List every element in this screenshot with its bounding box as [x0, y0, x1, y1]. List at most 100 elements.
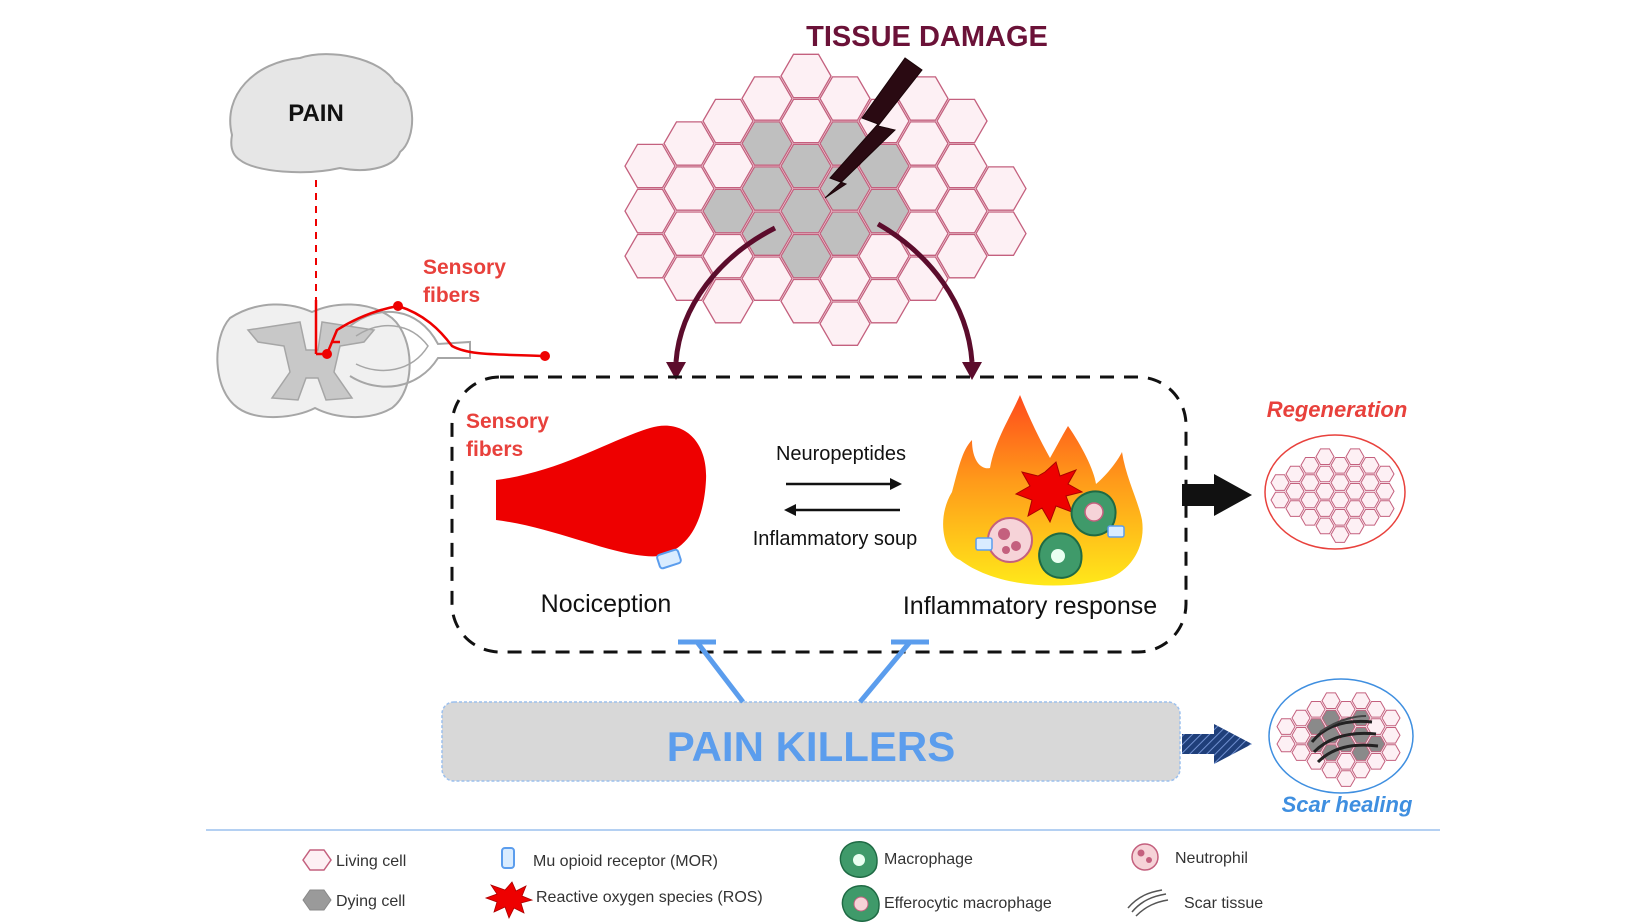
tissue-cell [780, 98, 832, 144]
tissue-cell [702, 98, 754, 144]
regen-cell [1330, 526, 1350, 543]
tissue-cell [975, 166, 1027, 211]
scar-cell [1381, 727, 1401, 744]
scar-cell [1306, 753, 1326, 770]
scar-cell [1351, 709, 1371, 727]
tissue-cell [741, 256, 793, 301]
tissue-cell [780, 53, 832, 99]
damage-arrows [666, 221, 982, 380]
tissue-cell [936, 233, 988, 279]
scar-cell [1291, 727, 1311, 744]
scar-cell [1381, 744, 1401, 761]
regen-cell [1360, 457, 1380, 474]
tissue-cell [819, 256, 871, 301]
regen-cell [1345, 500, 1365, 517]
legend-living-cell: Living cell [336, 853, 406, 870]
tissue-cell [624, 188, 676, 234]
regen-cell [1330, 509, 1350, 526]
scar-cell [1336, 770, 1356, 787]
legend-mor: Mu opioid receptor (MOR) [533, 853, 718, 870]
mor-receptor-icon [656, 548, 682, 570]
sensory-fibers-top-label-1: Sensory [423, 256, 506, 279]
regen-cell [1315, 465, 1335, 483]
regen-cell [1360, 491, 1380, 509]
pain-killers-bar [441, 701, 1181, 782]
regen-cell [1330, 491, 1350, 509]
inflammation-flame [943, 395, 1143, 586]
regen-cell [1345, 483, 1365, 500]
legend-ros: Reactive oxygen species (ROS) [536, 889, 763, 906]
legend-scar-tissue: Scar tissue [1184, 895, 1263, 912]
scar-cell [1276, 735, 1296, 753]
legend: Living cell Dying cell Mu opioid recepto… [302, 841, 1263, 922]
legend-efferocytic-macrophage-icon [841, 885, 880, 922]
sensory-fibers-box-label-2: fibers [466, 438, 523, 461]
scar-cell [1366, 701, 1386, 718]
regen-cell [1315, 517, 1335, 535]
regen-cell [1375, 483, 1395, 500]
inflammatory-response-label: Inflammatory response [903, 592, 1157, 620]
scar-strands-icon [1310, 715, 1379, 764]
scar-cell [1291, 744, 1311, 761]
tissue-cell [624, 233, 676, 279]
regen-cell [1315, 448, 1335, 465]
neuropeptides-label: Neuropeptides [776, 443, 906, 465]
sensory-fibers-top-label-2: fibers [423, 284, 480, 307]
tissue-cell [936, 98, 988, 144]
tissue-cell [702, 188, 754, 234]
regen-cell [1360, 474, 1380, 491]
tissue-cell [936, 143, 988, 189]
tissue-cell [819, 211, 871, 256]
legend-dying-cell: Dying cell [336, 893, 405, 910]
tissue-cell [741, 76, 793, 121]
process-box [450, 375, 1188, 654]
macrophage-cell-icon [1038, 532, 1083, 579]
tissue-cell [975, 211, 1027, 256]
regen-cell [1315, 483, 1335, 500]
regen-cell [1360, 509, 1380, 526]
regen-cell [1330, 457, 1350, 474]
regeneration-arrow [1182, 474, 1252, 516]
scar-healing-arrow [1182, 724, 1252, 764]
nociception-label: Nociception [541, 590, 672, 618]
sensory-fiber-path [314, 300, 550, 361]
scar-cell [1276, 718, 1296, 735]
tissue-cell [897, 256, 949, 301]
ros-burst-icon [1014, 461, 1084, 524]
tissue-cell [819, 301, 871, 346]
tissue-cell [897, 166, 949, 211]
legend-scar-tissue-icon [1127, 889, 1169, 917]
tissue-cell [819, 76, 871, 121]
tissue-cell [858, 278, 910, 324]
legend-dying-cell-icon [302, 889, 332, 911]
spinal-cord [216, 303, 471, 418]
sensory-fibers-box-label-1: Sensory [466, 410, 549, 433]
efferocytic-macrophage-cell-icon [1070, 490, 1125, 538]
pain-killers-label: PAIN KILLERS [667, 723, 956, 770]
tissue-cell [702, 143, 754, 189]
regen-cell [1300, 491, 1320, 509]
legend-neutrophil-icon [1131, 843, 1159, 871]
regeneration-label: Regeneration [1267, 397, 1408, 422]
regen-cell [1270, 474, 1290, 491]
scar-cell [1336, 701, 1356, 718]
tissue-cell [663, 121, 715, 166]
regen-cell [1330, 474, 1350, 491]
tissue-cell [936, 188, 988, 234]
regen-cell [1315, 500, 1335, 517]
regen-cell [1375, 465, 1395, 483]
mor-on-cell-icon [975, 537, 993, 551]
scar-cell [1366, 753, 1386, 770]
tissue-hex-cluster [624, 53, 1027, 346]
tissue-cell [741, 166, 793, 211]
scar-cell [1336, 753, 1356, 770]
regen-cell [1300, 457, 1320, 474]
tissue-cell [702, 278, 754, 324]
scar-cell [1291, 709, 1311, 727]
inhibition-arrows [678, 639, 929, 704]
tissue-cell [663, 211, 715, 256]
legend-mor-icon [501, 847, 515, 869]
scar-cell [1306, 701, 1326, 718]
regen-cell [1285, 483, 1305, 500]
scar-healing-label: Scar healing [1282, 792, 1413, 817]
